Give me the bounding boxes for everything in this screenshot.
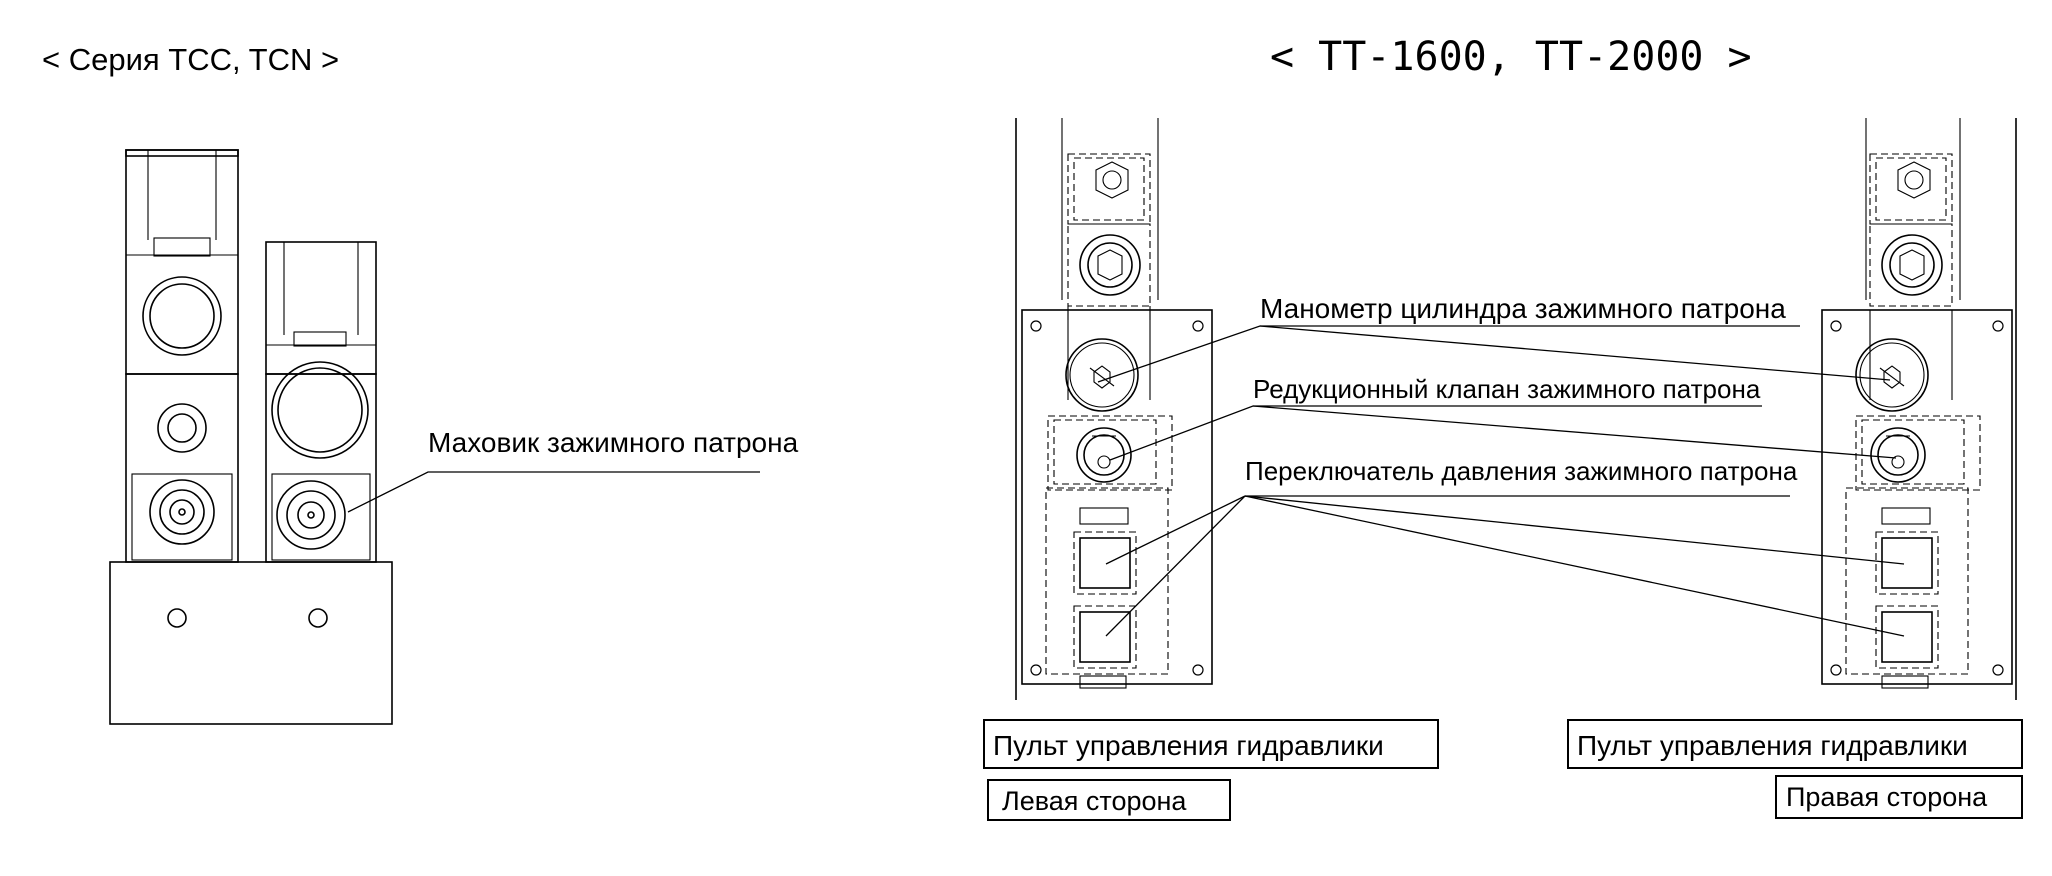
caption-right-side: Правая сторона: [1786, 782, 1988, 812]
caption-left-panel-title: Пульт управления гидравлики: [993, 730, 1384, 761]
leader-valve-right: [1252, 405, 1897, 459]
caption-left-panel: Пульт управления гидравлики Левая сторон…: [983, 719, 1439, 821]
right-section-title: < TT-1600, TT-2000 >: [1270, 34, 1752, 80]
hydraulic-panel-left-drawing: [1021, 118, 1213, 689]
label-chuck-reducing-valve: Редукционный клапан зажимного патрона: [1253, 374, 1761, 404]
label-chuck-pressure-switch: Переключатель давления зажимного патрона: [1245, 456, 1798, 486]
left-section-title: < Серия TCC, TCN >: [42, 42, 339, 77]
leader-valve-left: [1109, 405, 1762, 461]
caption-right-panel: Пульт управления гидравлики Правая сторо…: [1567, 719, 2023, 819]
leader-chuck-handwheel: [347, 471, 760, 513]
leader-switch-right-lower: [1244, 495, 1905, 637]
caption-left-side: Левая сторона: [1002, 786, 1187, 816]
leader-gauge-right: [1259, 325, 1891, 381]
hydraulic-panel-right-drawing: [1821, 118, 2013, 689]
label-chuck-handwheel: Маховик зажимного патрона: [428, 427, 799, 458]
caption-right-panel-title: Пульт управления гидравлики: [1577, 730, 1968, 761]
label-chuck-cylinder-gauge: Манометр цилиндра зажимного патрона: [1260, 293, 1786, 324]
tcc-tcn-chuck-unit-drawing: [109, 149, 393, 725]
leader-switch-left-upper: [1105, 495, 1246, 565]
leader-switch-right-upper: [1244, 495, 1905, 565]
leader-switch-left-lower: [1105, 495, 1246, 637]
